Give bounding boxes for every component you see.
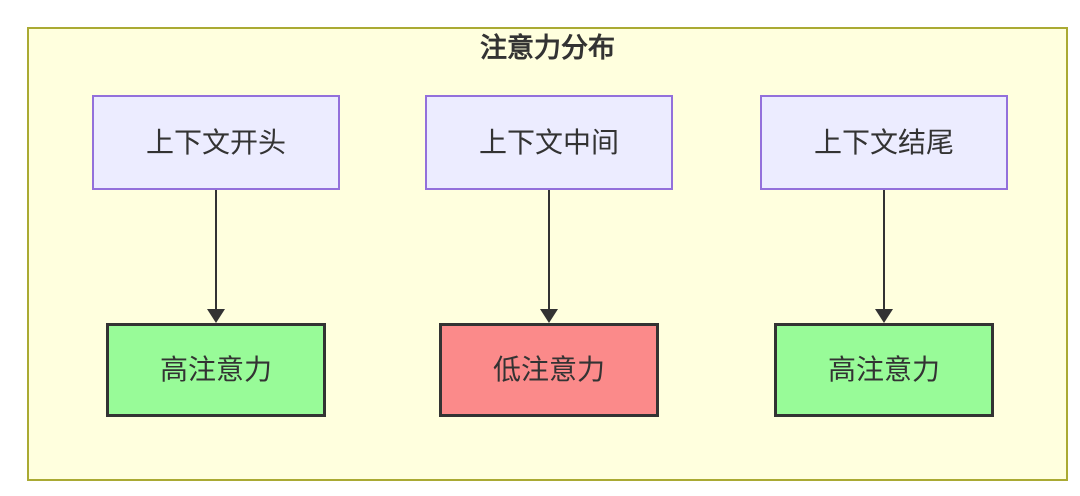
arrowhead-down-icon xyxy=(875,309,893,323)
arrow-context-end-to-high-attention xyxy=(875,190,893,323)
arrow-line xyxy=(215,190,217,309)
node-high-attention-end-label: 高注意力 xyxy=(827,354,940,386)
node-low-attention-middle-label: 低注意力 xyxy=(492,354,605,386)
node-low-attention-middle: 低注意力 xyxy=(439,323,659,417)
arrow-context-middle-to-low-attention xyxy=(540,190,558,323)
node-context-start: 上下文开头 xyxy=(92,95,340,190)
arrow-line xyxy=(883,190,885,309)
node-context-end: 上下文结尾 xyxy=(760,95,1008,190)
node-context-middle-label: 上下文中间 xyxy=(478,126,619,158)
arrow-context-start-to-high-attention xyxy=(207,190,225,323)
node-context-start-label: 上下文开头 xyxy=(145,126,286,158)
node-high-attention-start: 高注意力 xyxy=(106,323,326,417)
node-high-attention-end: 高注意力 xyxy=(774,323,994,417)
arrowhead-down-icon xyxy=(540,309,558,323)
node-high-attention-start-label: 高注意力 xyxy=(159,354,272,386)
arrowhead-down-icon xyxy=(207,309,225,323)
attention-distribution-container: 注意力分布 上下文开头 高注意力 上下文中间 低注意力 上下文结尾 xyxy=(27,27,1068,481)
arrow-line xyxy=(548,190,550,309)
diagram-title: 注意力分布 xyxy=(480,33,615,63)
node-context-end-label: 上下文结尾 xyxy=(813,126,954,158)
node-context-middle: 上下文中间 xyxy=(425,95,673,190)
